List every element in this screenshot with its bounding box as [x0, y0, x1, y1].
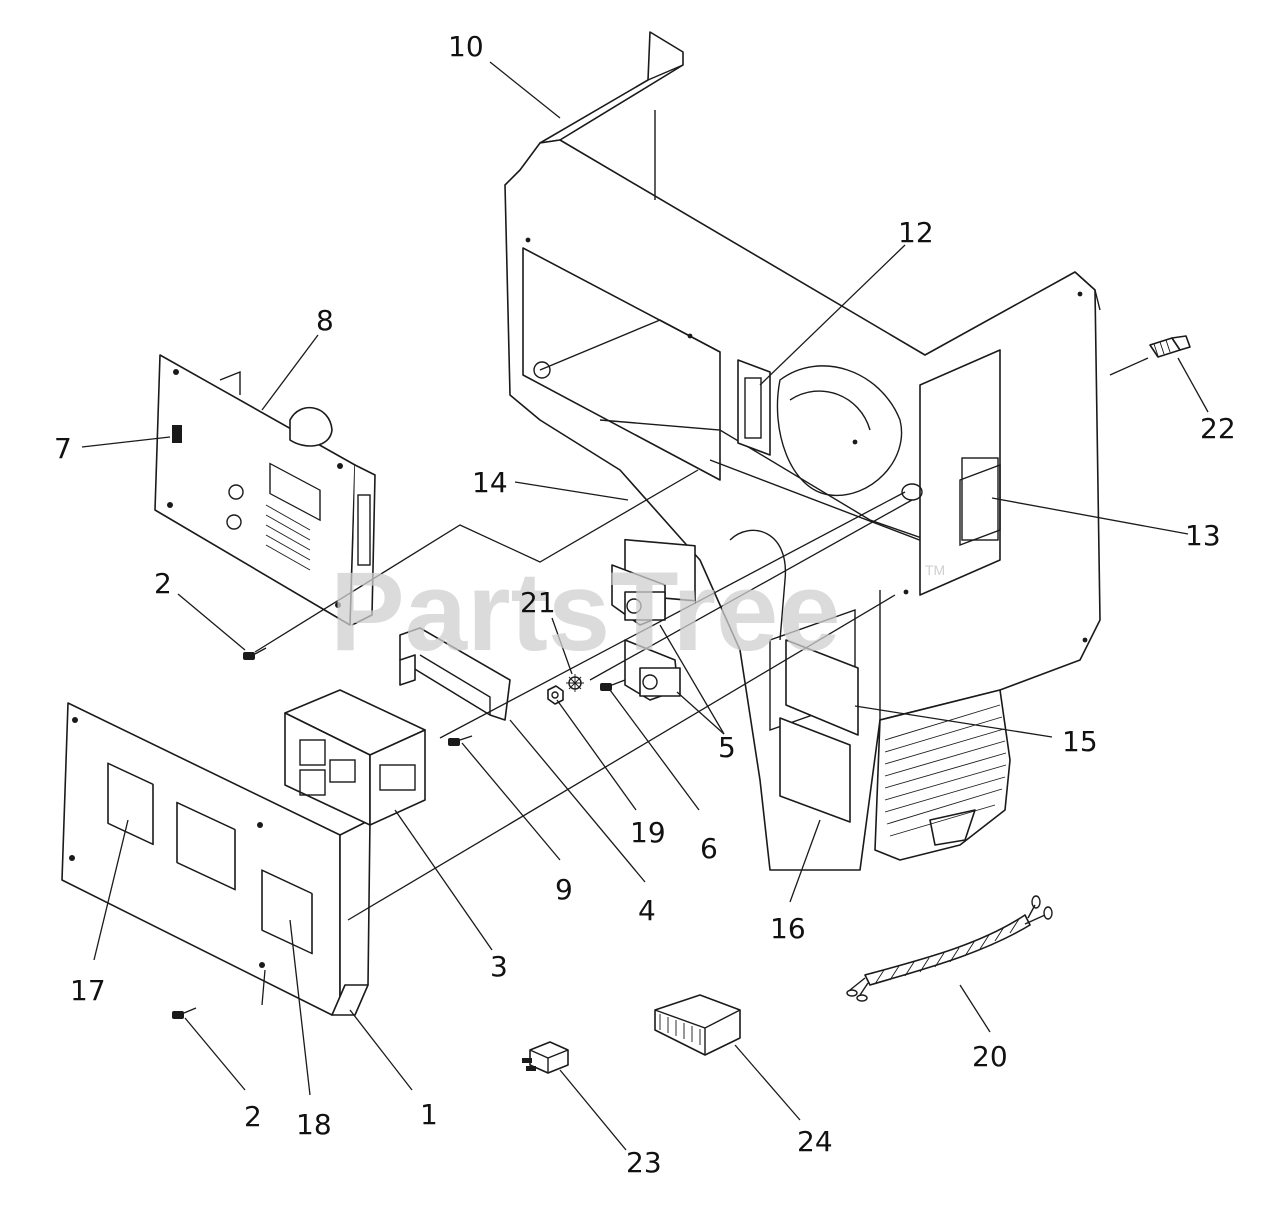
callout-labels: 10 12 8 22 7 14 13 2 21 15 5 19 6 9 4 16… — [54, 30, 1236, 1179]
part-20-wire-harness — [846, 895, 1053, 1002]
callout-3: 3 — [490, 950, 508, 983]
watermark-text: PartsTree — [330, 549, 841, 674]
panel-opening-center — [176, 801, 236, 891]
part-21-washer — [566, 674, 584, 692]
callout-17: 17 — [70, 974, 106, 1007]
callout-18: 18 — [296, 1108, 332, 1141]
callout-2-lower: 2 — [244, 1100, 262, 1133]
callout-20: 20 — [972, 1040, 1008, 1073]
label-15 — [785, 639, 859, 736]
callout-7: 7 — [54, 432, 72, 465]
leader-lines — [81, 61, 1209, 1151]
callout-21: 21 — [520, 586, 556, 619]
part-2-screw-upper — [243, 647, 267, 660]
callout-24: 24 — [797, 1125, 833, 1158]
part-23-plug — [522, 1041, 569, 1074]
panel-opening-18 — [261, 869, 313, 955]
callout-9: 9 — [555, 873, 573, 906]
callout-6: 6 — [700, 832, 718, 865]
part-9-screw — [448, 735, 473, 746]
callout-2-upper: 2 — [154, 567, 172, 600]
callout-23: 23 — [626, 1146, 662, 1179]
watermark-trademark: TM — [925, 562, 945, 578]
callout-1: 1 — [420, 1098, 438, 1131]
part-4-bracket — [399, 627, 511, 721]
callout-22: 22 — [1200, 412, 1236, 445]
callout-15: 15 — [1062, 725, 1098, 758]
callout-19: 19 — [630, 816, 666, 849]
callout-13: 13 — [1185, 519, 1221, 552]
callout-16: 16 — [770, 912, 806, 945]
callout-5: 5 — [718, 731, 736, 764]
callout-10: 10 — [448, 30, 484, 63]
callout-8: 8 — [316, 304, 334, 337]
part-3-breaker — [284, 689, 426, 826]
part-24-connector — [654, 994, 741, 1056]
part-5-terminal-blocks — [611, 564, 681, 701]
callout-14: 14 — [472, 466, 508, 499]
panel-opening-17 — [107, 762, 154, 846]
callout-12: 12 — [898, 216, 934, 249]
part-6-screw — [600, 679, 626, 691]
part-8-control-board — [154, 354, 376, 626]
part-1-front-panel — [61, 702, 371, 1016]
part-2-screw-lower — [172, 1007, 197, 1019]
part-10-housing — [504, 31, 1101, 871]
part-22-bolt — [1149, 335, 1191, 358]
part-19-nut — [547, 685, 564, 705]
label-16 — [779, 717, 851, 823]
callout-4: 4 — [638, 894, 656, 927]
